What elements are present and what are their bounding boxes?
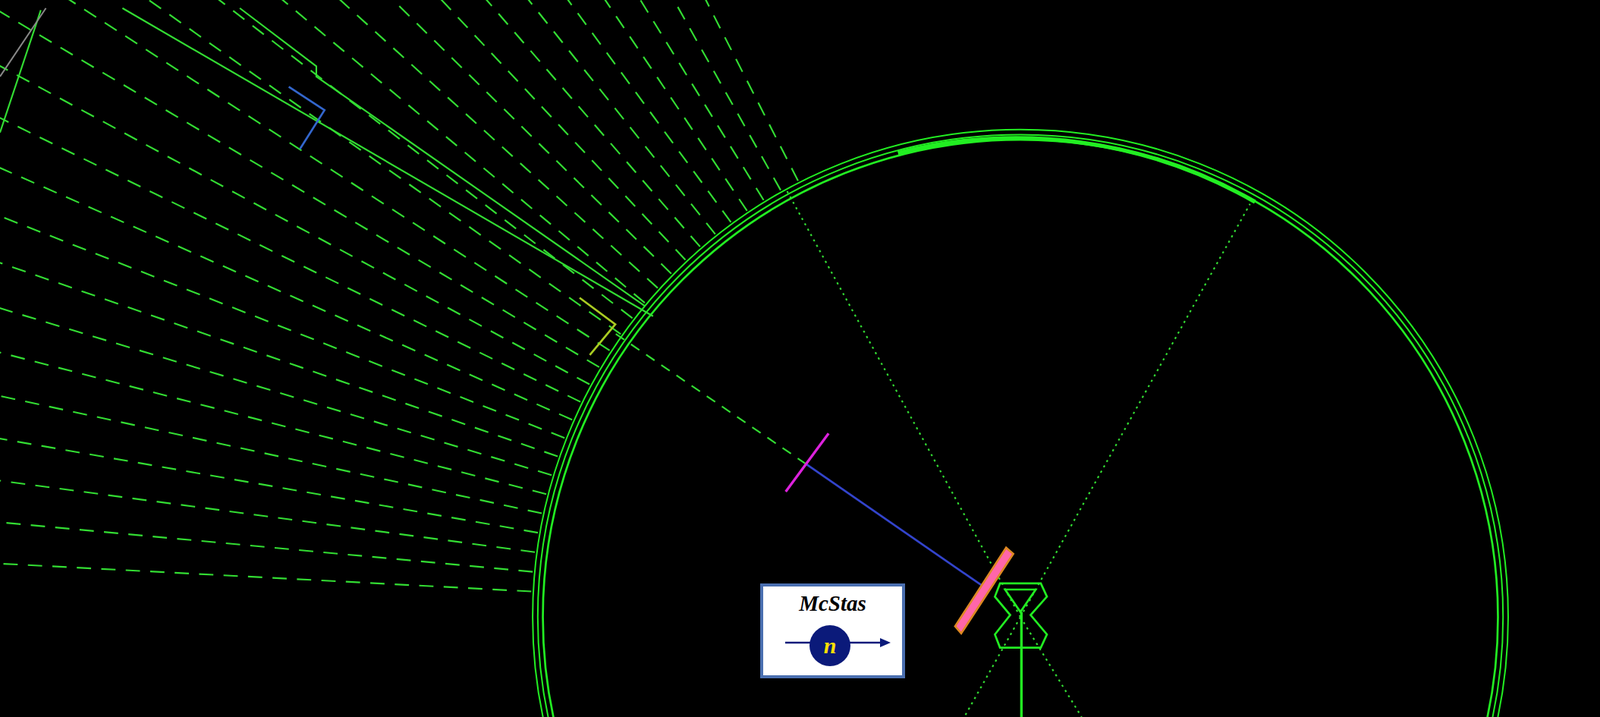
sample-slab — [955, 547, 1014, 634]
neutron-circle: n — [809, 625, 851, 667]
detector-rays — [0, 0, 799, 591]
grey-line — [0, 8, 47, 77]
detector-ray — [0, 258, 547, 494]
detector-ray — [2, 0, 672, 274]
neutron-letter: n — [823, 634, 837, 657]
detector-ray — [271, 0, 764, 201]
detector-ray — [0, 314, 542, 514]
blue-marker — [289, 86, 325, 149]
beam-line — [806, 464, 988, 590]
detector-ring — [532, 129, 1509, 717]
monitor — [785, 433, 829, 492]
detector-ray — [0, 484, 533, 572]
yellow-marker — [579, 298, 616, 356]
guide — [0, 8, 807, 465]
detector-ray — [0, 0, 590, 385]
detector-ray — [43, 0, 686, 261]
detector-ray — [0, 0, 610, 351]
detector-ray — [223, 0, 748, 211]
detector-ray — [320, 0, 781, 191]
detector-ray — [0, 0, 621, 334]
detector-ray — [0, 148, 558, 457]
detector-ray — [0, 542, 532, 592]
sample-holder — [994, 583, 1047, 717]
detector-ray — [0, 0, 658, 289]
detector-ray — [0, 94, 565, 438]
detector-ray — [176, 0, 731, 223]
detector-ray — [0, 0, 645, 303]
detector-ray — [0, 0, 600, 368]
detector-ray — [0, 427, 535, 553]
detector-ray — [0, 203, 552, 475]
detector-ray — [0, 370, 538, 533]
logo-title: McStas — [763, 590, 903, 617]
detector-ray — [0, 41, 573, 420]
logo-box: McStas n — [760, 583, 906, 679]
